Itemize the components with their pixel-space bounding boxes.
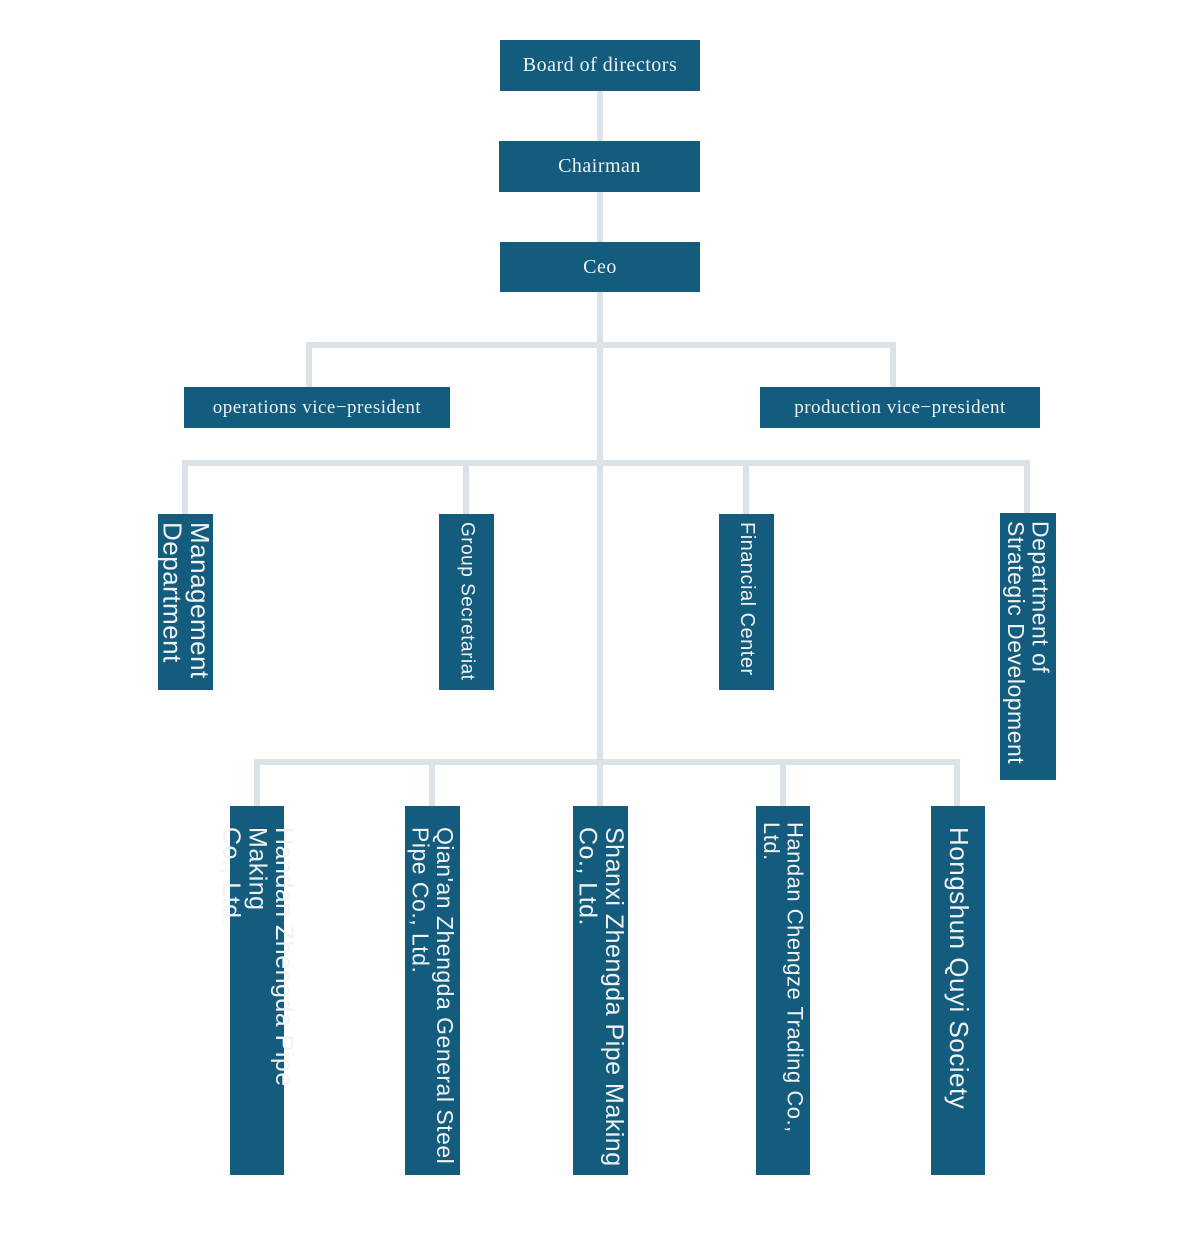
connector-drop-handan-zhengda-pipe bbox=[254, 759, 260, 806]
connector-drop-strategic-development bbox=[1024, 460, 1030, 513]
node-management-department: Management Department bbox=[157, 514, 216, 690]
connector-board-chairman bbox=[597, 91, 603, 141]
node-label: Department of Strategic Development bbox=[1003, 521, 1054, 765]
node-department-of-strategic-development: Department of Strategic Development bbox=[1000, 513, 1056, 780]
node-label: Board of directors bbox=[522, 54, 678, 76]
node-shanxi-zhengda-pipe-making: Shanxi Zhengda Pipe Making Co., Ltd. bbox=[573, 806, 628, 1175]
node-hongshun-quyi-society: Hongshun Quyi Society bbox=[931, 806, 985, 1175]
connector-chairman-ceo bbox=[597, 192, 603, 242]
node-handan-zhengda-pipe-making: Handan Zhengda Pipe Making Co., Ltd. bbox=[217, 806, 298, 1175]
node-label: Hongshun Quyi Society bbox=[943, 827, 974, 1110]
connector-drop-management-department bbox=[182, 460, 188, 514]
connector-drop-financial-center bbox=[743, 460, 749, 514]
node-label: Handan Chengze Trading Co., Ltd. bbox=[759, 822, 808, 1133]
node-label: operations vice−president bbox=[212, 396, 422, 418]
connector-drop-qianan-steel bbox=[429, 759, 435, 806]
node-label: Handan Zhengda Pipe Making Co., Ltd. bbox=[216, 827, 298, 1087]
node-financial-center: Financial Center bbox=[719, 514, 774, 690]
node-label: Management Department bbox=[157, 522, 216, 679]
connector-drop-operations-vp bbox=[306, 342, 312, 387]
connector-tier1-horizontal bbox=[309, 342, 893, 348]
node-label: Group Secretariat bbox=[456, 522, 478, 681]
connector-drop-handan-chengze-trading bbox=[780, 759, 786, 806]
node-handan-chengze-trading: Handan Chengze Trading Co., Ltd. bbox=[756, 806, 810, 1175]
node-label: Qian'an Zhengda General Steel Pipe Co., … bbox=[407, 827, 458, 1165]
node-board-of-directors: Board of directors bbox=[500, 40, 700, 91]
node-label: Chairman bbox=[558, 155, 641, 177]
node-label: production vice−president bbox=[794, 396, 1006, 418]
connector-tier2-horizontal bbox=[182, 460, 1030, 466]
node-qianan-zhengda-general-steel-pipe: Qian'an Zhengda General Steel Pipe Co., … bbox=[405, 806, 460, 1175]
node-chairman: Chairman bbox=[499, 141, 700, 192]
node-group-secretariat: Group Secretariat bbox=[439, 514, 494, 690]
node-label: Financial Center bbox=[736, 522, 759, 676]
connector-drop-hongshun-quyi bbox=[954, 759, 960, 806]
connector-tier3-horizontal bbox=[254, 759, 960, 765]
node-production-vice-president: production vice−president bbox=[760, 387, 1040, 428]
node-label: Ceo bbox=[583, 255, 617, 278]
node-ceo: Ceo bbox=[500, 242, 700, 292]
connector-drop-production-vp bbox=[890, 342, 896, 387]
connector-main-vertical bbox=[597, 292, 603, 806]
node-operations-vice-president: operations vice−president bbox=[184, 387, 450, 428]
connector-drop-group-secretariat bbox=[463, 460, 469, 514]
node-label: Shanxi Zhengda Pipe Making Co., Ltd. bbox=[573, 827, 629, 1167]
